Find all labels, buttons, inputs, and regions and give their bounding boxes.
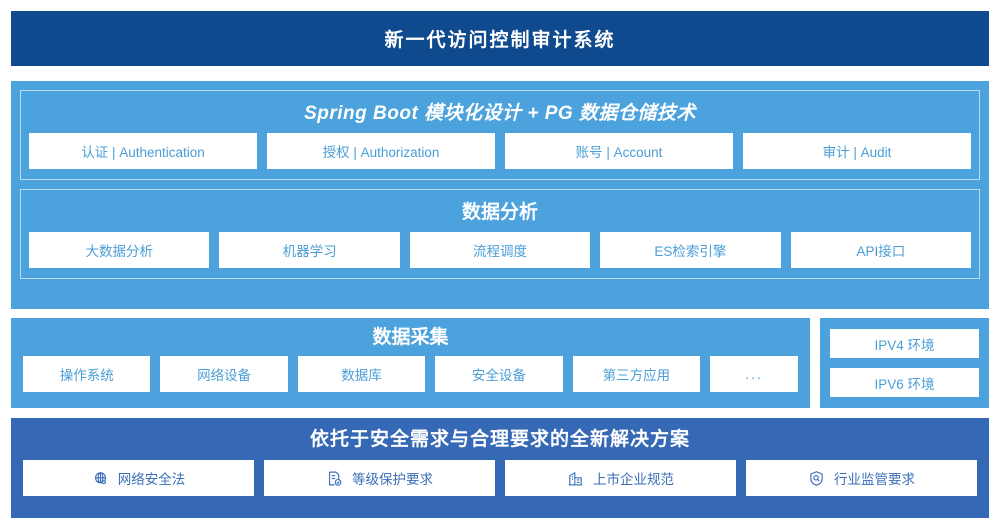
chip-authentication[interactable]: 认证 | Authentication — [29, 133, 257, 169]
chip-more[interactable]: ... — [710, 356, 799, 392]
page-title: 新一代访问控制审计系统 — [384, 30, 616, 51]
chip-security-device[interactable]: 安全设备 — [435, 356, 563, 392]
shield-search-icon — [808, 470, 825, 487]
chip-label: 上市企业规范 — [593, 472, 674, 487]
solution-title: 依托于安全需求与合理要求的全新解决方案 — [309, 429, 690, 450]
chip-row-data-analysis: 大数据分析 机器学习 流程调度 ES检索引擎 API接口 — [29, 232, 972, 268]
chip-cybersecurity-law[interactable]: 网络安全法 — [23, 460, 254, 496]
chip-label: 网络安全法 — [117, 472, 186, 487]
solution-section: 依托于安全需求与合理要求的全新解决方案 网络安全法 — [11, 418, 989, 518]
ip-environment-section: IPV4 环境 IPV6 环境 — [820, 318, 989, 408]
chip-classified-protection[interactable]: 等级保护要求 — [264, 460, 495, 496]
chip-row-spring-boot: 认证 | Authentication 授权 | Authorization 账… — [29, 133, 971, 169]
chip-database[interactable]: 数据库 — [297, 356, 426, 392]
chip-ipv6-environment[interactable]: IPV6 环境 — [830, 368, 979, 397]
chip-network-device[interactable]: 网络设备 — [160, 356, 288, 392]
building-icon — [567, 470, 584, 487]
globe-network-icon — [92, 470, 109, 487]
data-collection-section: 数据采集 操作系统 网络设备 数据库 安全设备 第三方应用 ... — [11, 318, 810, 408]
chip-ipv4-environment[interactable]: IPV4 环境 — [830, 329, 979, 358]
collect-chip-row: 操作系统 网络设备 数据库 安全设备 第三方应用 ... — [23, 356, 799, 392]
page-header: 新一代访问控制审计系统 — [11, 11, 989, 66]
chip-account[interactable]: 账号 | Account — [505, 133, 733, 169]
collect-row: 数据采集 操作系统 网络设备 数据库 安全设备 第三方应用 ... IPV4 环… — [11, 318, 989, 408]
panel-title-data-analysis: 数据分析 — [461, 202, 538, 223]
chip-es-search-engine[interactable]: ES检索引擎 — [600, 232, 781, 268]
chip-machine-learning[interactable]: 机器学习 — [219, 232, 400, 268]
chip-label: 等级保护要求 — [352, 472, 433, 487]
chip-big-data-analysis[interactable]: 大数据分析 — [29, 232, 210, 268]
solution-chip-row: 网络安全法 等级保护要求 — [23, 460, 977, 496]
chip-operating-system[interactable]: 操作系统 — [23, 356, 151, 392]
document-check-icon — [326, 470, 343, 487]
chip-industry-regulation[interactable]: 行业监管要求 — [746, 460, 977, 496]
panel-spring-boot: Spring Boot 模块化设计 + PG 数据仓储技术 认证 | Authe… — [20, 90, 980, 180]
panel-data-analysis: 数据分析 大数据分析 机器学习 流程调度 ES检索引擎 API接口 — [20, 189, 980, 279]
chip-process-scheduling[interactable]: 流程调度 — [409, 232, 591, 268]
chip-label: 行业监管要求 — [834, 472, 915, 487]
chip-third-party-app[interactable]: 第三方应用 — [572, 356, 701, 392]
platform-section: Spring Boot 模块化设计 + PG 数据仓储技术 认证 | Authe… — [11, 81, 989, 309]
collect-title: 数据采集 — [372, 327, 449, 348]
panel-title-spring-boot: Spring Boot 模块化设计 + PG 数据仓储技术 — [304, 103, 696, 124]
chip-listed-company-norms[interactable]: 上市企业规范 — [505, 460, 736, 496]
chip-api-interface[interactable]: API接口 — [790, 232, 972, 268]
chip-authorization[interactable]: 授权 | Authorization — [267, 133, 495, 169]
chip-audit[interactable]: 审计 | Audit — [743, 133, 971, 169]
